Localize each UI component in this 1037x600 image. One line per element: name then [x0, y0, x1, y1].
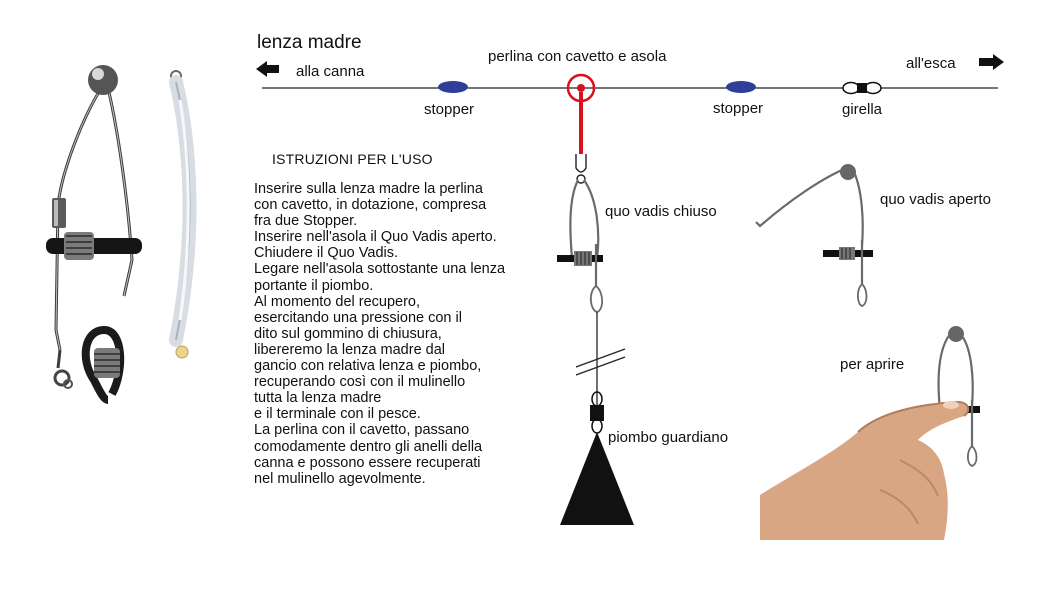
lead-weight-icon [560, 391, 634, 525]
product-photo-clip [46, 65, 142, 389]
hand-photo [760, 400, 970, 540]
open-clip-label: quo vadis aperto [880, 191, 991, 208]
stopper-right-label: stopper [713, 100, 764, 117]
instruction-line: comodamente dentro gli anelli della [254, 438, 483, 455]
instruction-line: dito sul gommino di chiusura, [254, 325, 442, 342]
weight-label: piombo guardiano [608, 429, 729, 446]
open-action-label: per aprire [840, 356, 905, 373]
instruction-line: gancio con relativa lenza e piombo, [254, 358, 482, 375]
instruction-line: portante il piombo. [254, 277, 374, 294]
weight-line [575, 312, 626, 405]
quo-vadis-open-icon [755, 164, 873, 307]
stopper-left-icon [438, 81, 468, 93]
instruction-line: La perlina con il cavetto, passano [254, 422, 470, 439]
swivel-icon [842, 81, 882, 95]
instruction-line: nel mulinello agevolmente. [254, 470, 426, 487]
stopper-left-label: stopper [424, 101, 475, 118]
instructions-text: Inserire sulla lenza madre la perlina co… [254, 181, 554, 487]
bead-label: perlina con cavetto e asola [488, 48, 667, 65]
product-photo-tube [169, 70, 197, 359]
instruction-line: Inserire nell'asola il Quo Vadis aperto. [254, 229, 497, 246]
instruction-line: Legare nell'asola sottostante una lenza [254, 261, 506, 278]
arrow-right-icon [979, 54, 1004, 70]
product-photo-sleeve [81, 326, 125, 404]
quo-vadis-closed-icon [557, 174, 604, 313]
instruction-line: Al momento del recupero, [254, 293, 421, 310]
arrow-left-icon [256, 61, 279, 77]
instruction-line: Chiudere il Quo Vadis. [254, 245, 399, 262]
instructions-heading: ISTRUZIONI PER L'USO [272, 151, 433, 167]
swivel-label: girella [842, 101, 883, 118]
instruction-line: recuperando così con il mulinello [254, 374, 466, 391]
main-line-title: lenza madre [257, 32, 362, 53]
closed-clip-label: quo vadis chiuso [605, 203, 717, 220]
instruction-line: esercitando una pressione con il [254, 309, 462, 326]
instruction-line: libereremo la lenza madre dal [254, 341, 446, 358]
bead-with-cable-icon [566, 73, 596, 173]
stopper-right-icon [726, 81, 756, 93]
instruction-line: con cavetto, in dotazione, compresa [254, 197, 487, 214]
instruction-line: tutta la lenza madre [254, 390, 382, 407]
instruction-line: e il terminale con il pesce. [254, 406, 421, 423]
instruction-line: canna e possono essere recuperati [254, 454, 481, 471]
bait-direction-label: all'esca [906, 55, 956, 72]
instruction-line: Inserire sulla lenza madre la perlina [254, 181, 483, 197]
instruction-line: fra due Stopper. [254, 213, 358, 230]
rod-direction-label: alla canna [296, 63, 365, 80]
quo-vadis-opening-icon [937, 326, 980, 467]
